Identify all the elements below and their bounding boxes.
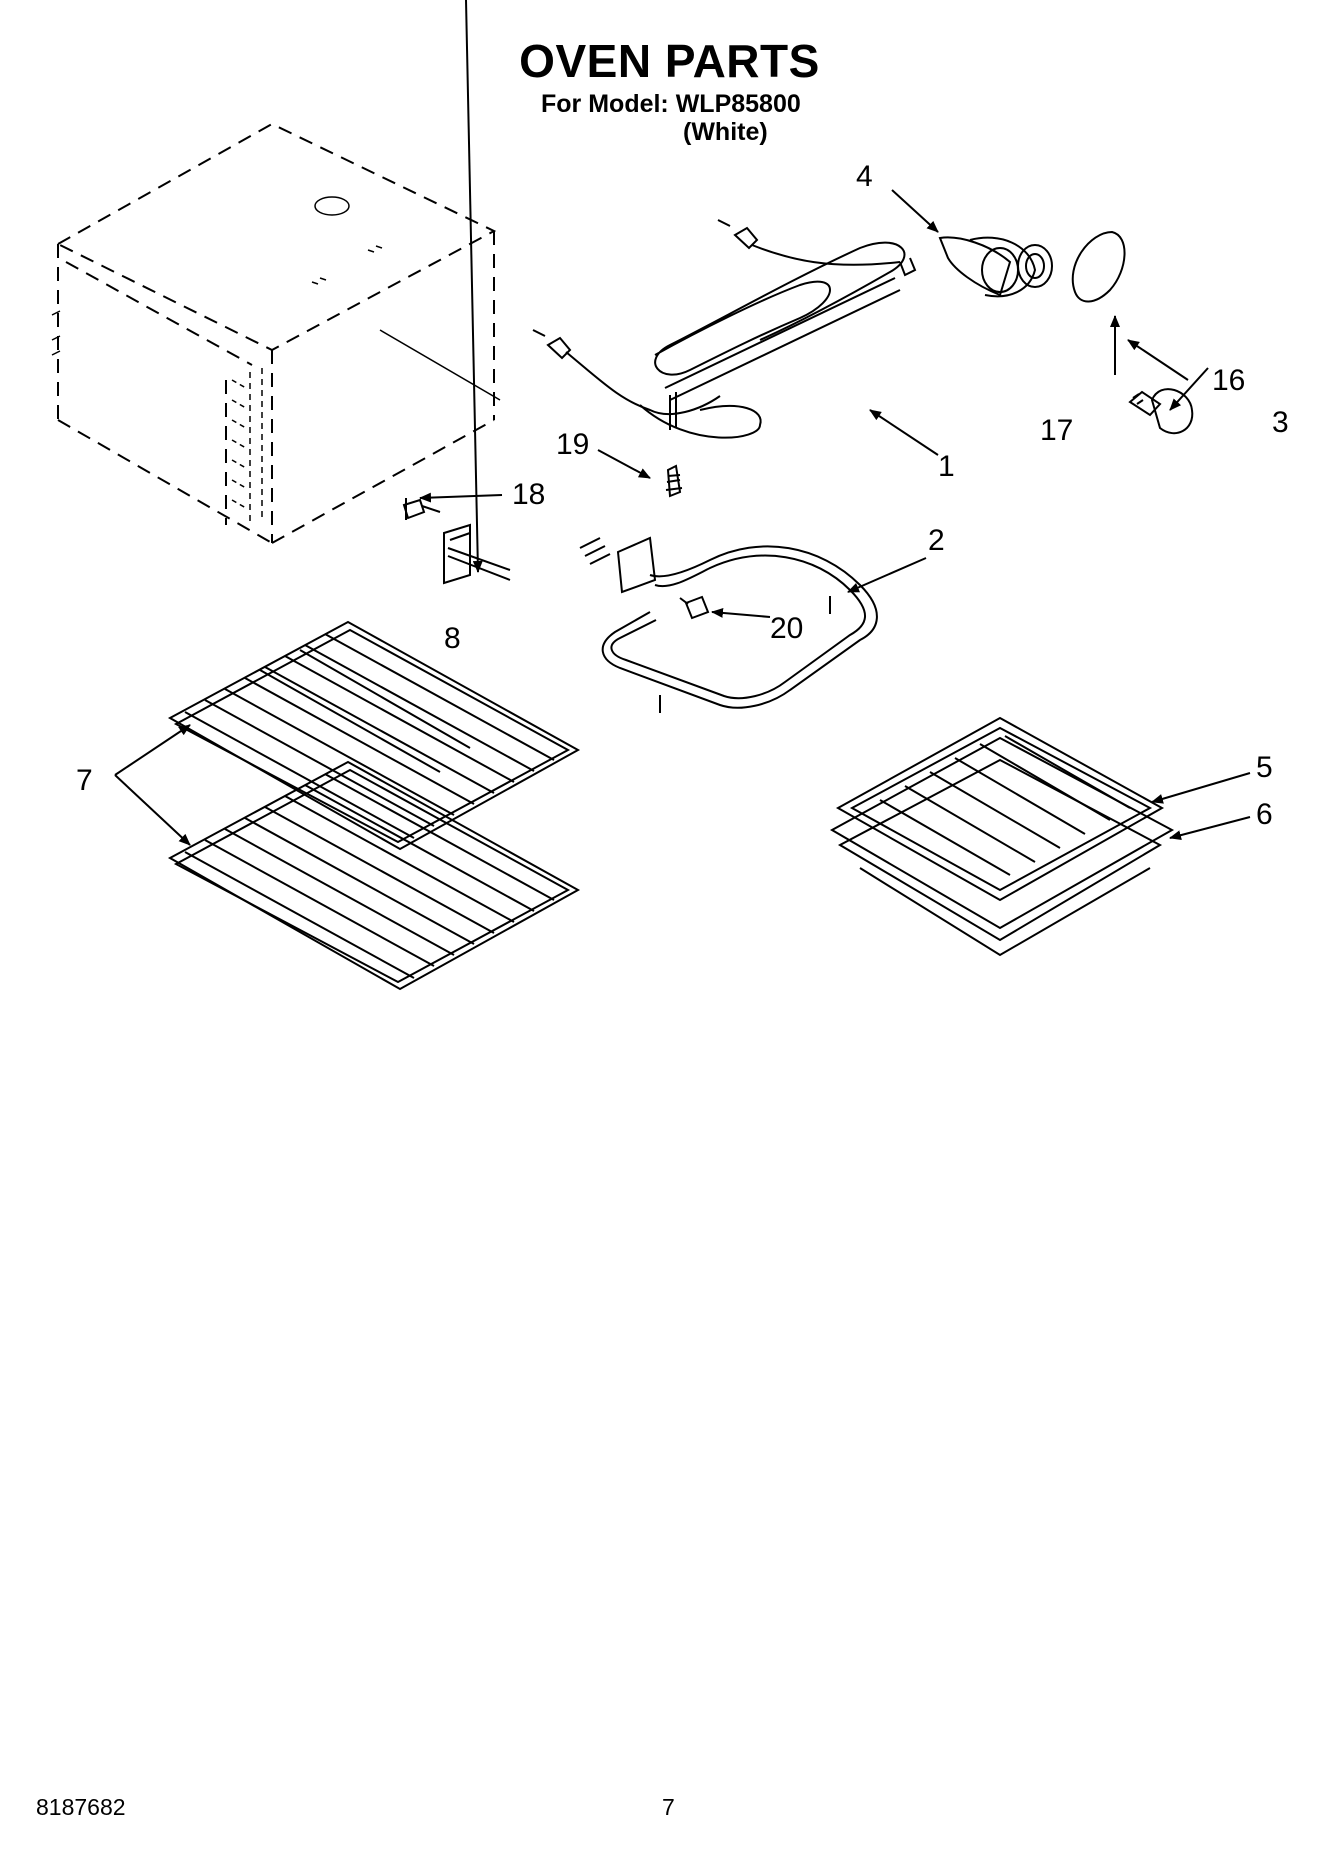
screw-20 (679, 595, 710, 620)
callout-6: 6 (1256, 798, 1273, 831)
oven-rack-lower (167, 760, 581, 991)
callout-20: 20 (770, 612, 803, 645)
callout-8: 8 (444, 622, 461, 655)
bake-element (579, 536, 878, 713)
light-bulb (1128, 388, 1194, 435)
model-variant: (White) (683, 118, 768, 146)
callout-18: 18 (512, 478, 545, 511)
model-line: For Model: WLP85800 (541, 90, 801, 118)
callout-labels: 4 1 2 3 5 6 7 8 16 17 18 19 20 (76, 160, 1289, 831)
screw-19 (665, 464, 683, 498)
callout-19: 19 (556, 428, 589, 461)
broil-element (532, 219, 917, 439)
part-number: 8187682 (36, 1794, 126, 1820)
lamp-cover (1071, 230, 1126, 303)
callout-4: 4 (856, 160, 873, 193)
callout-7: 7 (76, 764, 93, 797)
callout-1: 1 (938, 450, 955, 483)
oven-rack-upper (167, 620, 581, 851)
callout-5: 5 (1256, 751, 1273, 784)
screw-18 (402, 498, 441, 520)
broiler-pan (829, 736, 1175, 957)
callout-16: 16 (1212, 364, 1245, 397)
lamp-socket (938, 236, 1037, 298)
oven-cavity-details (51, 196, 383, 522)
page-title: OVEN PARTS (519, 35, 820, 87)
callout-2: 2 (928, 524, 945, 557)
callout-3: 3 (1272, 406, 1289, 439)
callout-leaders (114, 0, 1251, 846)
oven-cavity-outline (55, 122, 501, 544)
broiler-grid (835, 716, 1165, 902)
page-number: 7 (662, 1794, 675, 1820)
lamp-gasket (1017, 244, 1053, 288)
callout-17: 17 (1040, 414, 1073, 447)
